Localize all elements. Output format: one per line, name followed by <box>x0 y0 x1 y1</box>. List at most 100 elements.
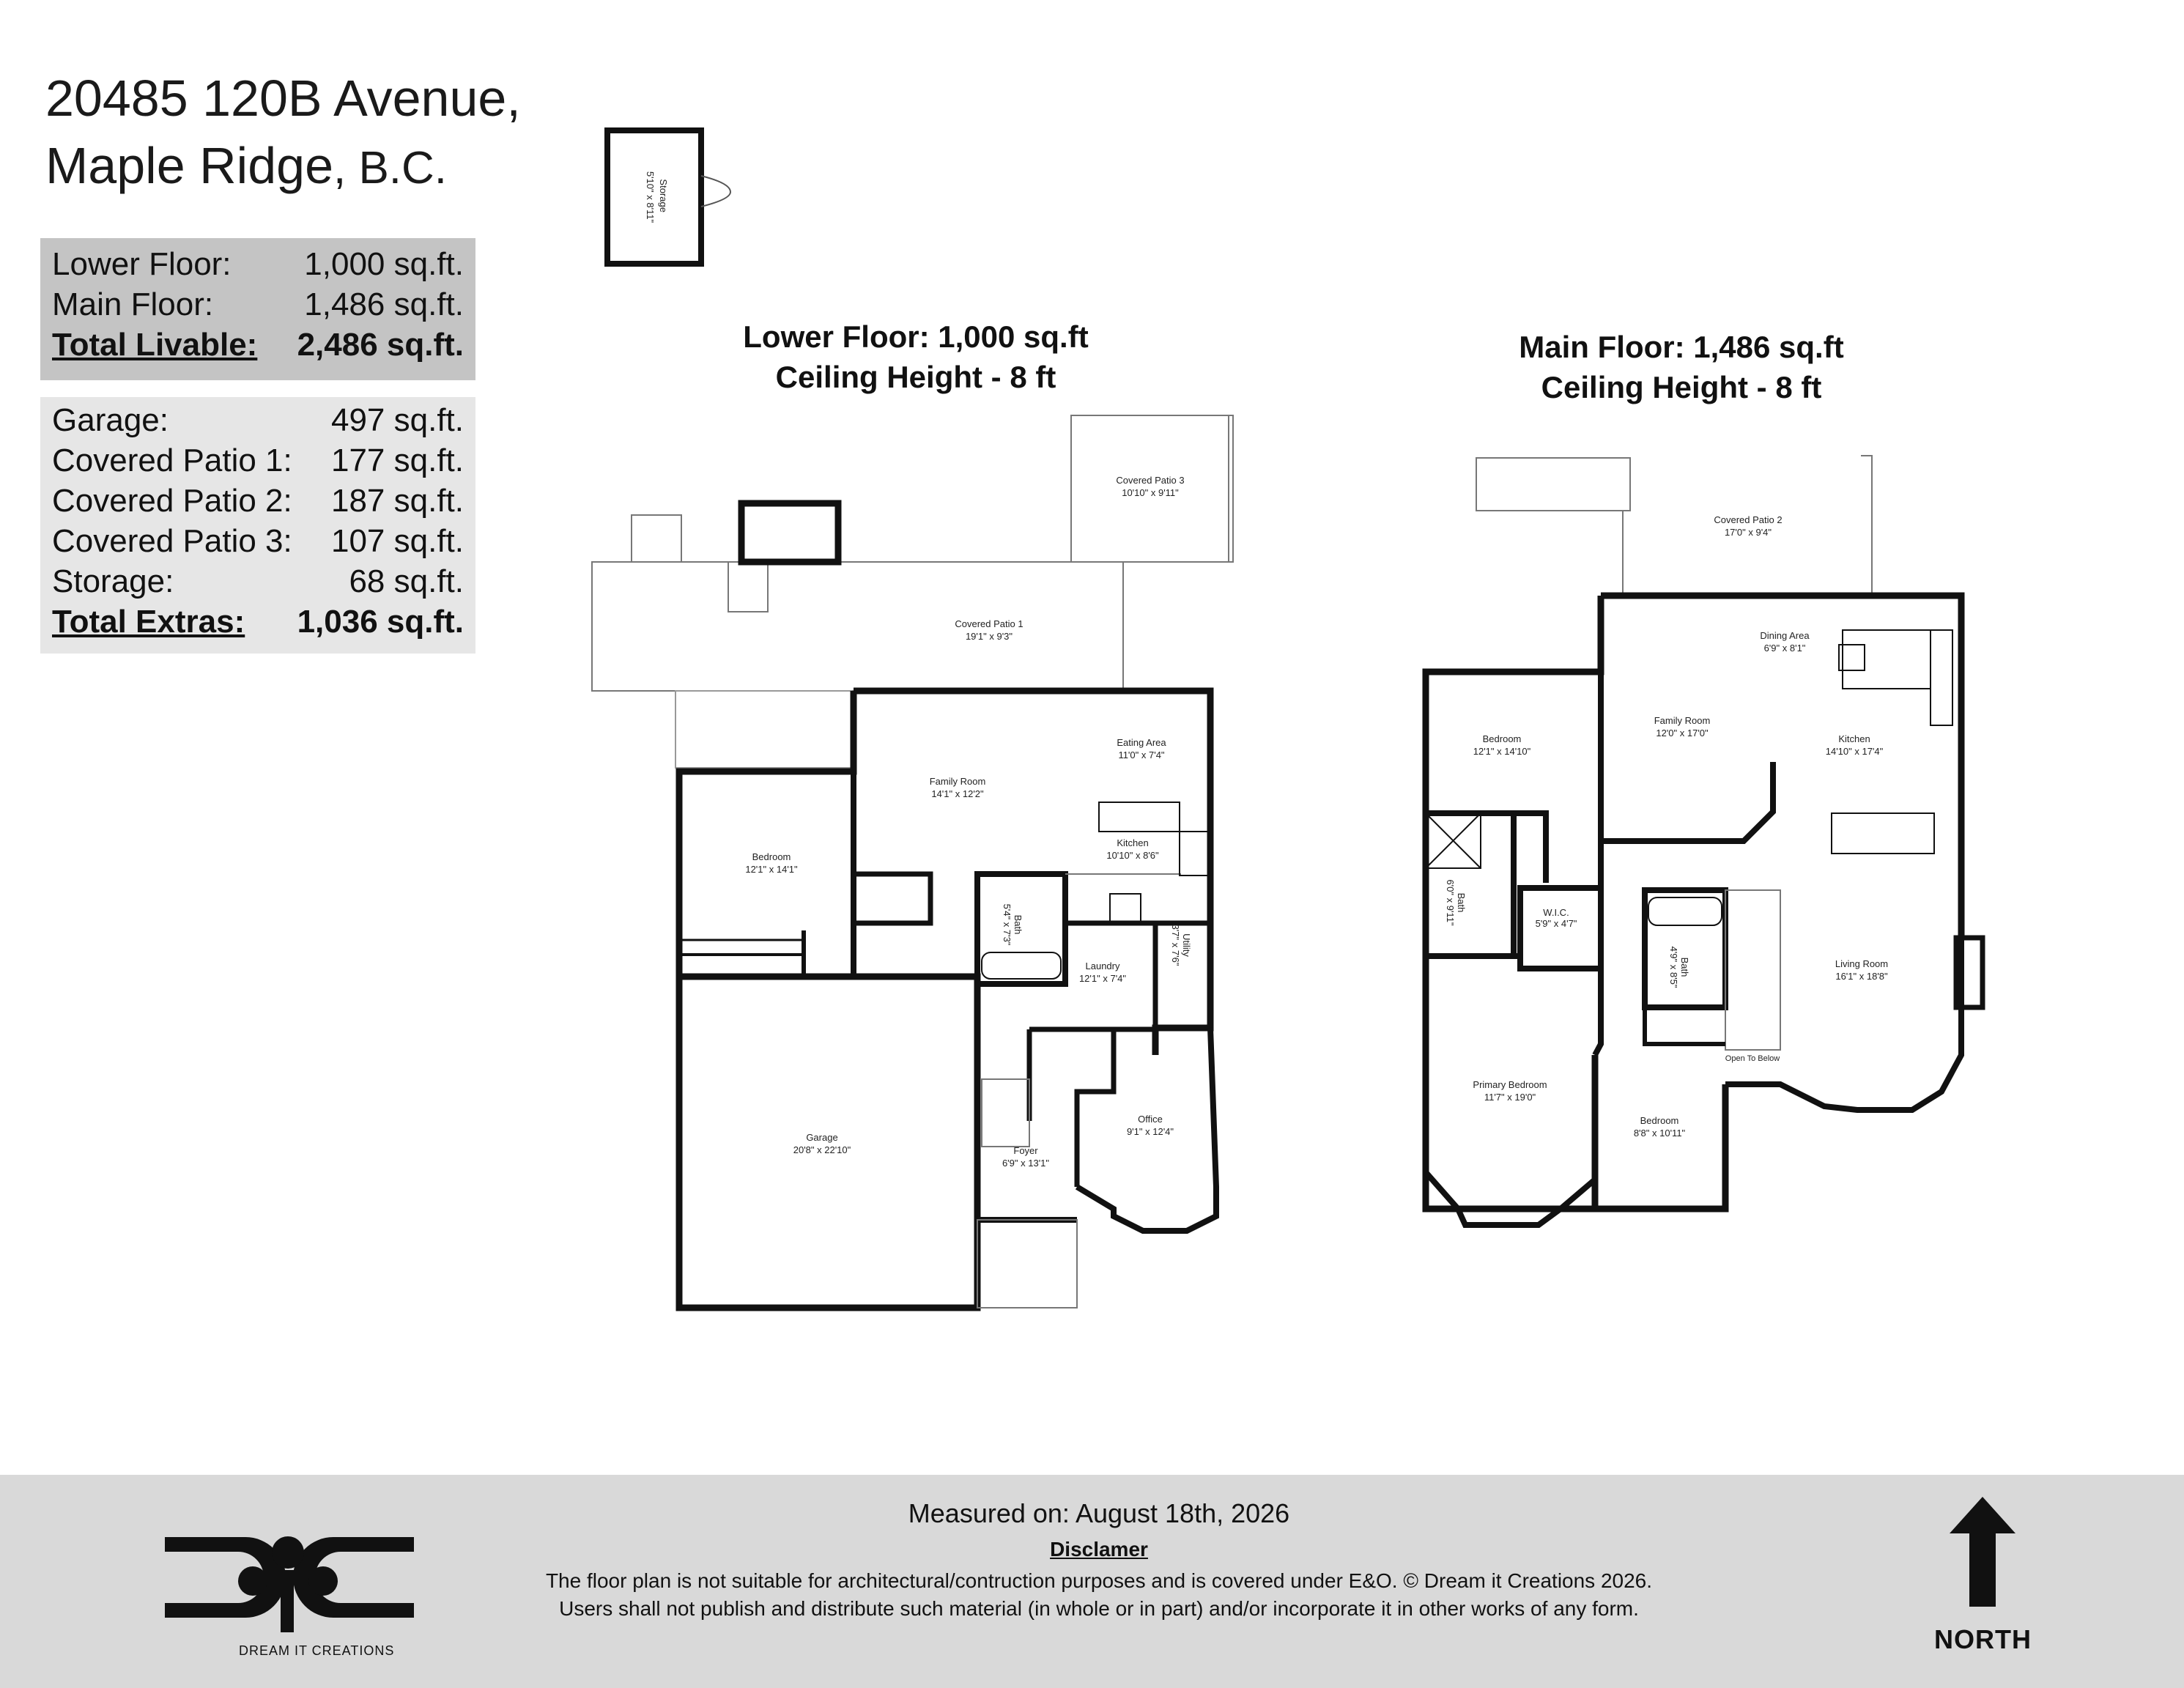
lower-floor-ceiling: Ceiling Height - 8 ft <box>775 360 1056 394</box>
label-covered-patio-2: Covered Patio 2 <box>1714 514 1782 525</box>
address-line-2: Maple Ridge, B.C. <box>45 132 521 202</box>
floor-plan-drawing: Storage 5'10" x 8'11" <box>591 127 1985 1311</box>
dream-it-creations-logo-icon <box>165 1536 414 1632</box>
summary-row-total-livable: Total Livable:2,486 sq.ft. <box>52 327 464 363</box>
summary-row-covered-patio-2: Covered Patio 2:187 sq.ft. <box>52 483 464 519</box>
dims-eating-area: 11'0" x 7'4" <box>1118 749 1164 760</box>
dims-family-room: 14'1" x 12'2" <box>931 788 984 799</box>
label-main-bath-2: Bath <box>1679 958 1690 977</box>
address-city: Maple Ridge <box>45 137 333 194</box>
measured-date: Measured on: August 18th, 2026 <box>908 1498 1290 1528</box>
label-main-kitchen: Kitchen <box>1838 733 1870 744</box>
dims-covered-patio-2: 17'0" x 9'4" <box>1725 527 1772 538</box>
north-label: NORTH <box>1934 1624 2032 1654</box>
north-arrow-icon <box>1950 1497 2015 1607</box>
disclaimer-line-2: Users shall not publish and distribute s… <box>559 1597 1639 1620</box>
dims-kitchen: 10'10" x 8'6" <box>1106 850 1159 861</box>
dims-main-bath-2: 4'9" x 8'5" <box>1668 947 1679 988</box>
lower-floor-heading: Lower Floor: 1,000 sq.ft Ceiling Height … <box>659 316 1172 397</box>
dims-foyer: 6'9" x 13'1" <box>1002 1158 1049 1169</box>
disclaimer-title: Disclamer <box>1050 1538 1148 1561</box>
label-covered-patio-3: Covered Patio 3 <box>1116 475 1184 486</box>
svg-text:Utility3'7" x 7'6": Utility3'7" x 7'6" <box>1170 925 1192 966</box>
svg-text:W.I.C.5'9" x 4'7": W.I.C.5'9" x 4'7" <box>1536 907 1577 929</box>
label-main-family-room: Family Room <box>1654 715 1711 726</box>
main-floor-ceiling: Ceiling Height - 8 ft <box>1541 370 1822 404</box>
dims-laundry: 12'1" x 7'4" <box>1079 973 1126 984</box>
summary-row-main-floor: Main Floor:1,486 sq.ft. <box>52 286 464 322</box>
label-laundry: Laundry <box>1086 960 1120 971</box>
dims-dining-area: 6'9" x 8'1" <box>1764 643 1806 654</box>
label-utility: Utility <box>1181 933 1192 957</box>
dims-utility: 3'7" x 7'6" <box>1170 925 1181 966</box>
dims-primary-bedroom: 11'7" x 19'0" <box>1484 1092 1536 1103</box>
label-open-to-below: Open To Below <box>1725 1054 1780 1063</box>
label-bath: Bath <box>1013 915 1023 935</box>
label-family-room: Family Room <box>930 776 986 787</box>
label-main-bedroom-1: Bedroom <box>1483 733 1522 744</box>
dims-main-bath-1: 6'0" x 9'11" <box>1445 879 1456 925</box>
disclaimer-line-1: The floor plan is not suitable for archi… <box>545 1569 1653 1592</box>
dims-main-bedroom-2: 8'8" x 10'11" <box>1634 1128 1686 1139</box>
dims-covered-patio-1: 19'1" x 9'3" <box>966 631 1013 642</box>
main-floor-heading: Main Floor: 1,486 sq.ft Ceiling Height -… <box>1425 327 1938 407</box>
livable-area-summary: Lower Floor:1,000 sq.ft. Main Floor:1,48… <box>40 238 475 380</box>
lower-floor-title: Lower Floor: 1,000 sq.ft <box>743 319 1089 354</box>
extras-area-summary: Garage:497 sq.ft. Covered Patio 1:177 sq… <box>40 397 475 654</box>
disclaimer-text: The floor plan is not suitable for archi… <box>513 1567 1685 1623</box>
main-floor-plan <box>1422 455 1985 1228</box>
dims-main-kitchen: 14'10" x 17'4" <box>1826 746 1884 757</box>
label-office: Office <box>1138 1114 1163 1125</box>
dims-wic: 5'9" x 4'7" <box>1536 918 1577 929</box>
dims-garage: 20'8" x 22'10" <box>793 1144 851 1155</box>
dims-bedroom: 12'1" x 14'1" <box>745 864 798 875</box>
footer-band: DREAM IT CREATIONS Measured on: August 1… <box>0 1475 2184 1688</box>
label-bedroom: Bedroom <box>752 851 791 862</box>
dims-bath: 5'4" x 7'3" <box>1002 904 1013 946</box>
main-floor-title: Main Floor: 1,486 sq.ft <box>1519 330 1844 364</box>
summary-row-total-extras: Total Extras:1,036 sq.ft. <box>52 604 464 640</box>
summary-row-lower-floor: Lower Floor:1,000 sq.ft. <box>52 246 464 282</box>
dims-main-family-room: 12'0" x 17'0" <box>1656 728 1709 738</box>
main-floor-labels: Covered Patio 2 17'0" x 9'4" Dining Area 6… <box>1445 514 1888 1139</box>
lower-floor-plan <box>591 415 1234 1311</box>
dims-covered-patio-3: 10'10" x 9'11" <box>1122 487 1179 498</box>
storage-dims: 5'10" x 8'11" <box>645 171 656 223</box>
label-kitchen: Kitchen <box>1117 837 1148 848</box>
label-wic: W.I.C. <box>1543 907 1569 918</box>
label-primary-bedroom: Primary Bedroom <box>1473 1079 1547 1090</box>
storage-name: Storage <box>658 179 669 212</box>
label-living-room: Living Room <box>1835 958 1888 969</box>
svg-text:Covered Patio 217'0" x 9'4": Covered Patio 2 17'0" x 9'4" <box>1714 514 1782 538</box>
label-main-bath-1: Bath <box>1456 893 1467 913</box>
dims-office: 9'1" x 12'4" <box>1127 1126 1174 1137</box>
summary-row-covered-patio-3: Covered Patio 3:107 sq.ft. <box>52 523 464 559</box>
property-address: 20485 120B Avenue, Maple Ridge, B.C. <box>45 64 521 202</box>
address-line-1: 20485 120B Avenue, <box>45 70 521 127</box>
label-covered-patio-1: Covered Patio 1 <box>955 618 1023 629</box>
label-dining-area: Dining Area <box>1760 630 1810 641</box>
summary-row-garage: Garage:497 sq.ft. <box>52 402 464 438</box>
svg-text:Covered Patio 310'10" x 9'11": Covered Patio 310'10" x 9'11" <box>1116 475 1184 498</box>
svg-text:Bath6'0" x 9'11": Bath6'0" x 9'11" <box>1445 879 1467 925</box>
label-garage: Garage <box>806 1132 837 1143</box>
svg-text:Bath5'4" x 7'3": Bath5'4" x 7'3" <box>1002 904 1023 946</box>
summary-row-storage: Storage:68 sq.ft. <box>52 563 464 599</box>
summary-row-covered-patio-1: Covered Patio 1:177 sq.ft. <box>52 443 464 478</box>
